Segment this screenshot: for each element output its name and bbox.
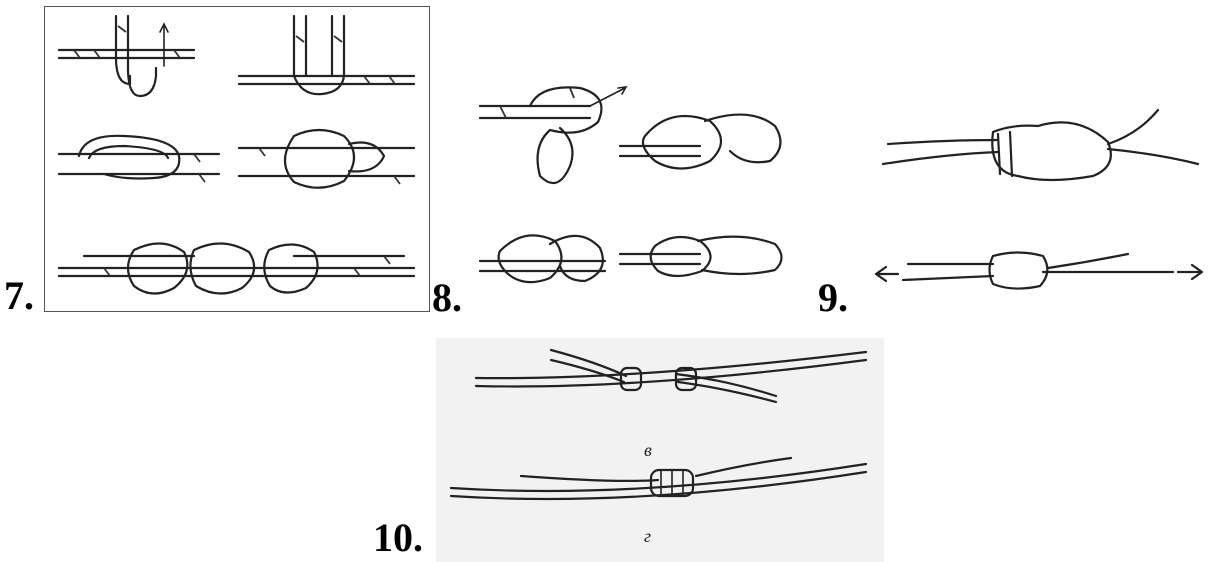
reef-knot-illustration xyxy=(44,6,430,312)
figure-eight-step-3 xyxy=(480,235,605,282)
knot-9-step-1 xyxy=(883,110,1198,180)
figure-eight-step-1 xyxy=(480,87,626,183)
arrow-right-icon xyxy=(1178,265,1202,279)
figure-7-reef-knot-steps xyxy=(44,6,430,312)
figure-eight-step-2 xyxy=(620,115,780,169)
figure-number-7: 7. xyxy=(4,276,34,316)
figure-9-knot xyxy=(868,104,1208,304)
figure-eight-illustration xyxy=(470,66,806,296)
figure-eight-step-4 xyxy=(620,237,782,276)
figure-8-figure-eight-knot xyxy=(470,66,806,296)
sublabel-g: г xyxy=(644,526,651,546)
knot-10-illustration: в г xyxy=(436,338,884,562)
figure-10-knots: в г xyxy=(436,338,884,562)
sublabel-v: в xyxy=(644,440,652,460)
figure-number-10: 10. xyxy=(373,518,423,558)
figure-number-8: 8. xyxy=(432,278,462,318)
figure-number-9: 9. xyxy=(818,278,848,318)
knot-9-step-2 xyxy=(876,253,1202,289)
knot-9-illustration xyxy=(868,104,1208,304)
arrow-left-icon xyxy=(876,267,898,281)
